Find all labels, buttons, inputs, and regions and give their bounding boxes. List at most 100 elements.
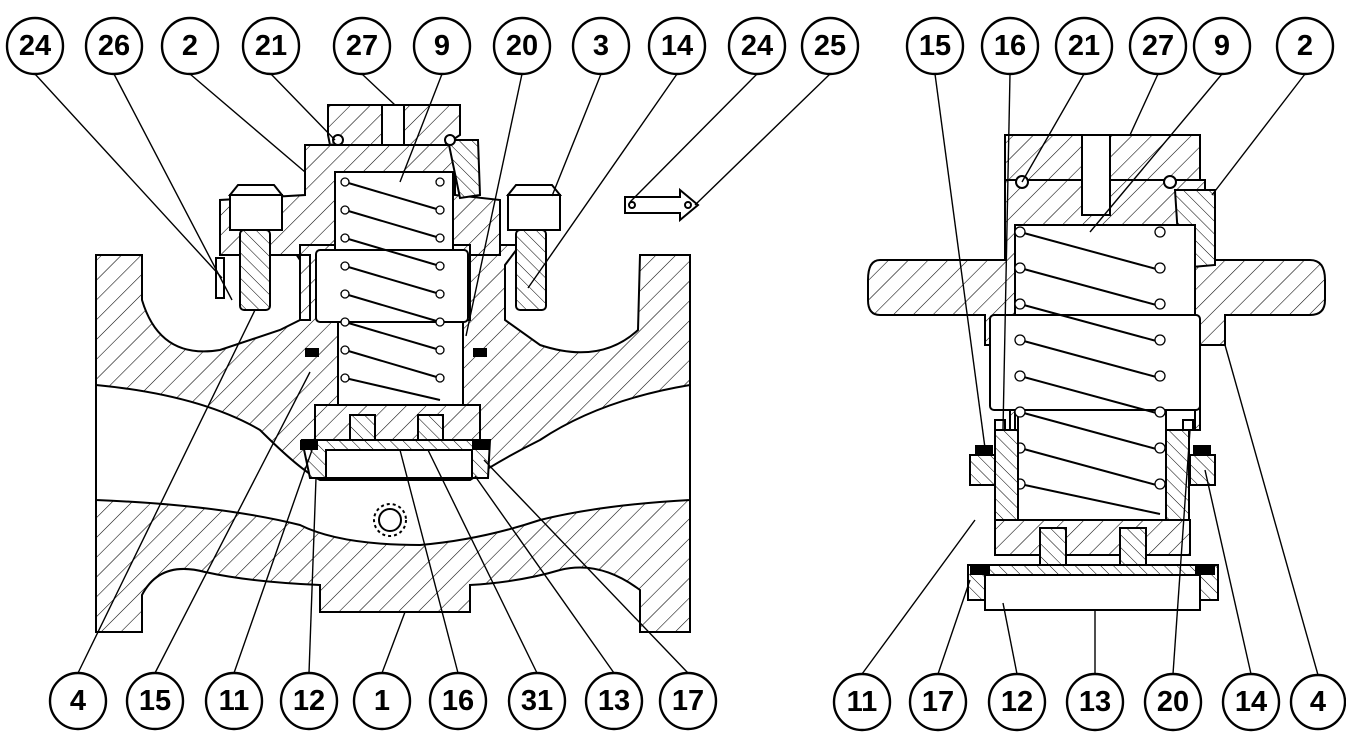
seal-right <box>472 440 490 450</box>
main-spring-right <box>1014 226 1166 515</box>
callout-label: 4 <box>1310 686 1326 718</box>
callout-right-bottom-3: 12 <box>987 672 1047 732</box>
o-ring-sq-left <box>994 419 1006 431</box>
callout-label: 9 <box>1214 30 1230 62</box>
callout-label: 11 <box>219 685 250 717</box>
o-ring-cap-left <box>332 134 344 146</box>
right-view-assembly <box>867 134 1326 611</box>
callout-left-top-11: 25 <box>800 16 860 76</box>
callout-label: 13 <box>1079 686 1111 718</box>
nut-right <box>505 184 563 231</box>
cap-vent-right <box>1081 134 1111 216</box>
callout-label: 14 <box>1235 686 1267 718</box>
callout-right-bottom-4: 13 <box>1065 672 1125 732</box>
leader-line <box>1129 73 1159 136</box>
callout-label: 20 <box>1157 686 1189 718</box>
callout-label: 1 <box>374 685 390 717</box>
callout-label: 27 <box>1142 30 1174 62</box>
leader-line <box>1002 73 1011 431</box>
callout-right-bottom-7: 4 <box>1289 673 1346 731</box>
callout-left-top-10: 24 <box>727 16 787 76</box>
callout-label: 11 <box>847 686 878 718</box>
callout-label: 17 <box>672 685 704 717</box>
seal-left-upper <box>305 348 319 357</box>
callout-right-bottom-5: 20 <box>1143 672 1203 732</box>
o-ring-cap-right-right <box>1163 175 1177 189</box>
seal-right-a <box>970 565 990 575</box>
callout-label: 4 <box>70 685 86 717</box>
callout-right-top-3: 21 <box>1054 16 1114 76</box>
seal-right-b <box>1195 565 1215 575</box>
nut-left <box>227 184 285 231</box>
callout-left-bottom-8: 13 <box>584 671 644 731</box>
leader-line <box>361 73 396 106</box>
tag-hole <box>628 201 636 209</box>
leader-line <box>934 73 986 449</box>
sleeve-right-right-view <box>1165 429 1190 531</box>
o-ring-sq-right <box>1182 419 1194 431</box>
leader-line <box>551 73 602 197</box>
callout-left-bottom-1: 4 <box>48 671 108 731</box>
callout-left-top-4: 21 <box>241 16 301 76</box>
callout-right-bottom-2: 17 <box>908 672 968 732</box>
piston-lower <box>337 321 464 415</box>
leader-line <box>1204 469 1252 675</box>
callout-left-top-2: 26 <box>84 16 144 76</box>
cap-vent <box>381 104 405 146</box>
left-view-valve <box>95 104 700 633</box>
side-plug <box>446 139 482 200</box>
callout-bubbles: 24 26 2 21 27 9 20 3 14 24 25 4 15 11 12… <box>5 16 1346 732</box>
stud-right <box>515 229 547 311</box>
callout-label: 25 <box>814 30 846 62</box>
callout-right-top-1: 15 <box>905 16 965 76</box>
callout-label: 2 <box>182 30 198 62</box>
tag-plate <box>624 187 700 223</box>
leader-line <box>399 449 459 674</box>
leader-line <box>427 449 538 674</box>
callout-label: 27 <box>346 30 378 62</box>
callout-label: 20 <box>506 30 538 62</box>
callout-label: 9 <box>434 30 450 62</box>
leader-line <box>629 73 758 203</box>
main-spring <box>340 177 445 401</box>
seal-right-d <box>1193 445 1211 455</box>
leader-line <box>113 73 233 301</box>
seal-right-c <box>975 445 993 455</box>
piston-upper <box>315 249 469 323</box>
leader-line <box>233 449 313 674</box>
leader-lines <box>34 73 1319 676</box>
callout-left-top-9: 14 <box>647 16 707 76</box>
leader-line <box>399 73 443 183</box>
stud-b-right <box>1119 527 1147 569</box>
thread-ring-right-right-view <box>1189 454 1216 486</box>
callout-label: 21 <box>255 30 287 62</box>
leader-line <box>34 73 223 279</box>
leader-line <box>465 73 523 337</box>
callout-left-bottom-3: 11 <box>204 671 264 731</box>
disc-right <box>994 519 1191 556</box>
callout-left-top-6: 9 <box>412 16 472 76</box>
callout-label: 12 <box>1001 686 1033 718</box>
callout-right-top-2: 16 <box>980 16 1040 76</box>
o-ring-cap-right <box>444 134 456 146</box>
seat-bore-right <box>984 574 1201 611</box>
callout-right-top-6: 2 <box>1275 16 1335 76</box>
leader-line <box>154 371 311 674</box>
callout-left-top-3: 2 <box>160 16 220 76</box>
callout-left-bottom-4: 12 <box>279 671 339 731</box>
leader-line <box>1172 429 1191 675</box>
stud-left <box>239 229 271 311</box>
callout-left-top-1: 24 <box>5 16 65 76</box>
callout-label: 26 <box>98 30 130 62</box>
thread-ring-left-right-view <box>969 454 996 486</box>
callout-label: 13 <box>598 685 630 717</box>
leader-line <box>1224 344 1319 676</box>
leader-line <box>1211 73 1306 196</box>
callout-right-bottom-6: 14 <box>1221 672 1281 732</box>
leader-line <box>270 73 336 141</box>
leader-line <box>474 475 615 674</box>
tag-rivet <box>684 201 692 209</box>
callout-label: 15 <box>139 685 171 717</box>
sleeve-left-right-view <box>994 429 1019 531</box>
